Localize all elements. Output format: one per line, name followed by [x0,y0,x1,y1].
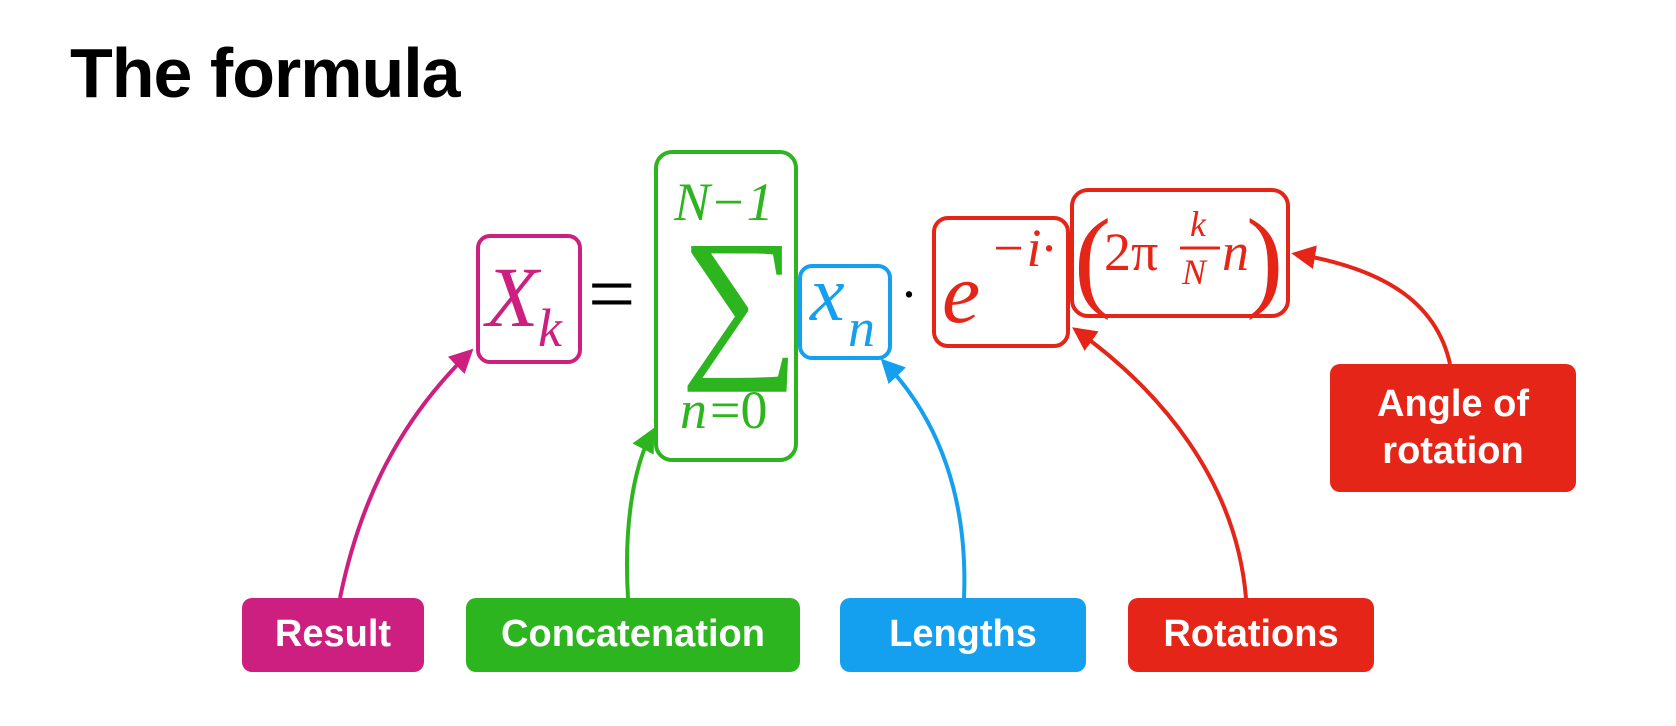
result-arrow [338,348,474,599]
lengths-arrow [880,358,967,599]
term-symbol: x [809,250,845,337]
result-box [476,234,582,364]
equals-sign: = [588,248,635,341]
angle-box [1070,188,1290,318]
lengths-label-text: Lengths [889,613,1037,656]
angle-label-line2: rotation [1382,430,1524,472]
sum-lower-eq: =0 [710,380,767,440]
angle-arrow [1291,245,1452,365]
sum-upper-limit: N−1 [673,172,773,232]
sum-symbol: ∑ [680,207,800,393]
angle-variable: n [1222,222,1249,282]
concatenation-arrow [625,427,655,599]
sum-lower-var: n [680,380,707,440]
paren-open: ( [1074,197,1111,321]
rotations-box [932,216,1070,348]
angle-label-line1: Angle of [1377,382,1529,425]
page-title: The formula [70,34,461,112]
concatenation-label: Concatenation [466,598,800,672]
term-subscript: n [848,298,875,358]
paren-close: ) [1246,197,1283,321]
fraction-numerator: k [1190,204,1207,244]
multiply-dot: · [900,264,918,324]
rotations-label-text: Rotations [1163,613,1339,656]
exp-base: e [942,245,980,341]
angle-coefficient: 2π [1104,222,1158,282]
lengths-box [798,264,892,360]
sum-box [654,150,798,462]
lengths-label: Lengths [840,598,1086,672]
concatenation-label-text: Concatenation [501,613,765,656]
result-label-text: Result [274,613,392,656]
rotations-arrow [1072,327,1248,599]
result-label: Result [242,598,424,672]
result-subscript: k [538,298,563,358]
angle-of-rotation-label: Angle of rotation [1330,364,1576,492]
rotations-label: Rotations [1128,598,1374,672]
exp-power: −i· [990,218,1055,278]
result-symbol: X [483,249,542,345]
fraction-denominator: N [1181,252,1208,292]
